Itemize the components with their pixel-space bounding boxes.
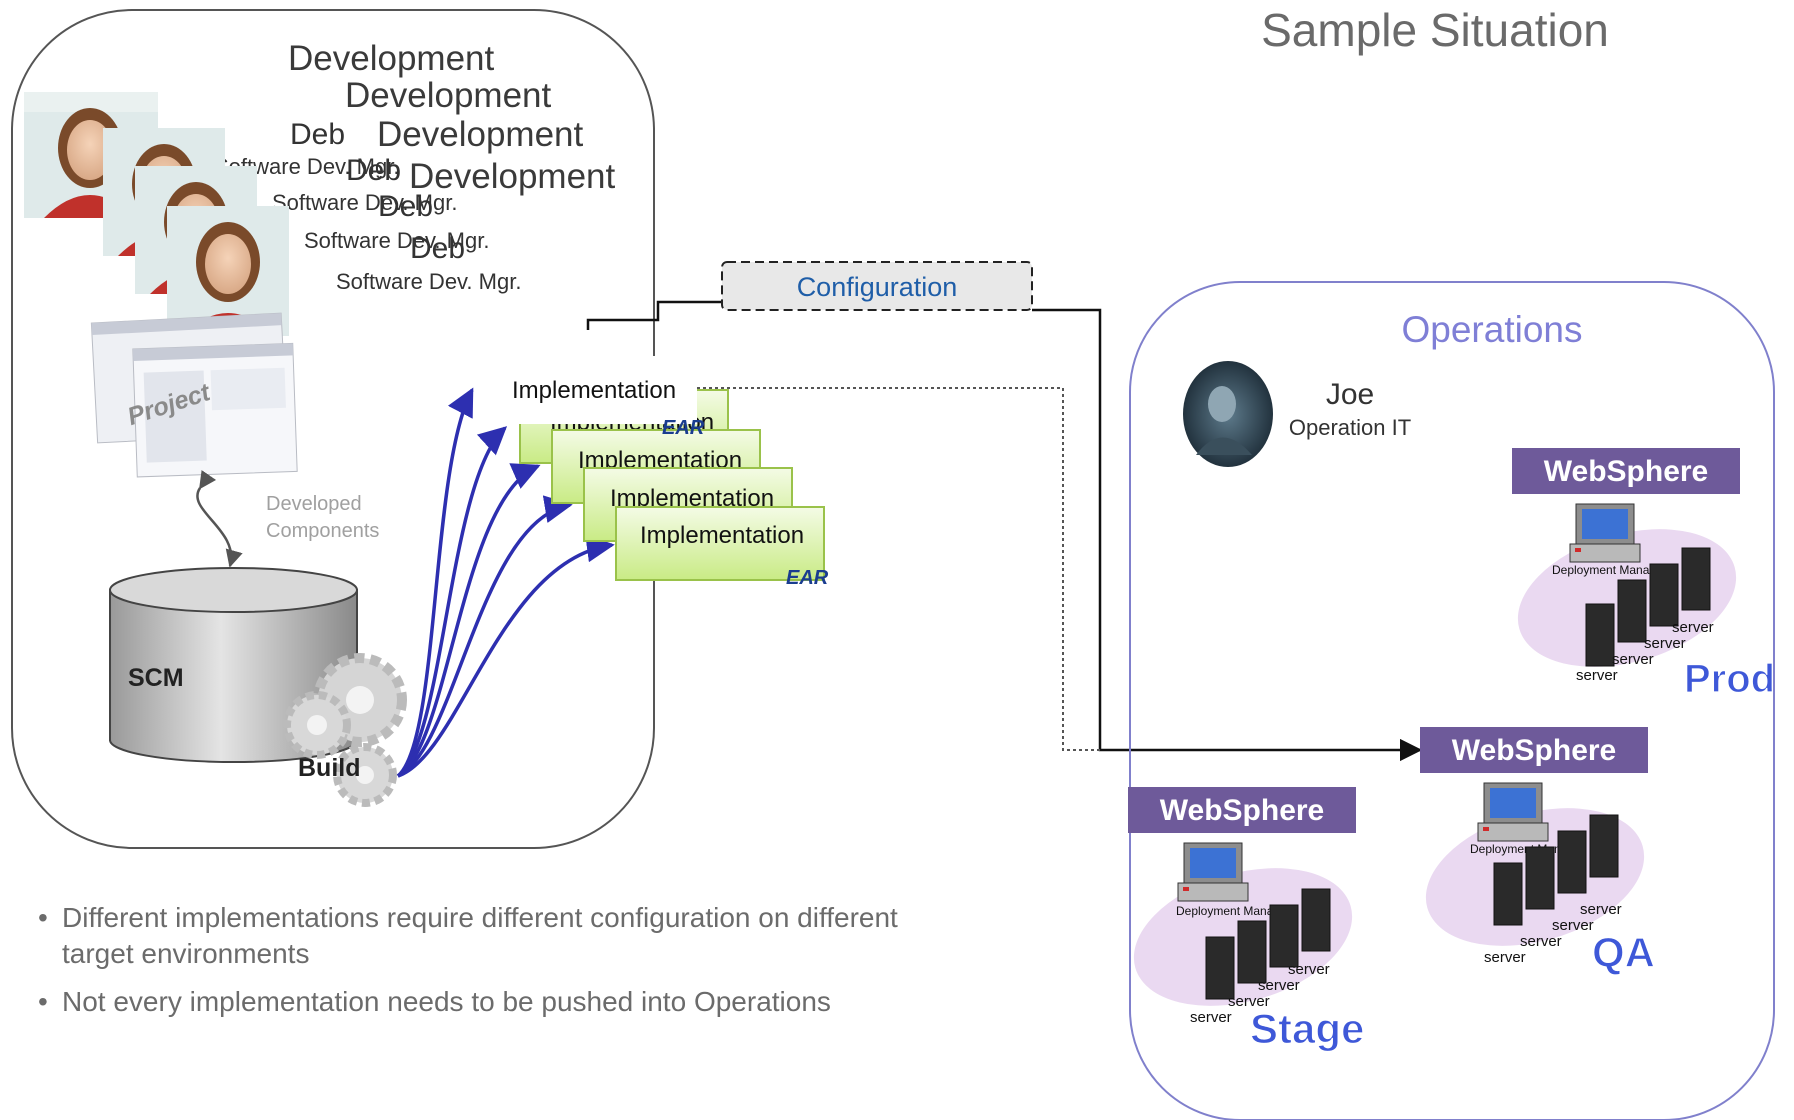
deployment-manager-icon <box>1477 782 1549 842</box>
server-rack-icons <box>1493 814 1619 926</box>
development-heading: Development <box>288 39 494 78</box>
server-rack-icons <box>1585 547 1711 667</box>
deb-name: Deb <box>346 154 401 187</box>
svg-text:WebSphere: WebSphere <box>1544 455 1709 488</box>
environment-name: QA <box>1592 929 1655 976</box>
deb-role: Software Dev. Mgr. <box>304 228 489 253</box>
server-label: server <box>1644 635 1686 652</box>
configuration-label: Configuration <box>797 272 958 302</box>
server-label: server <box>1288 961 1330 978</box>
server-label: server <box>1672 619 1714 636</box>
environment-name: Stage <box>1250 1005 1364 1052</box>
development-heading: Development <box>409 157 615 196</box>
server-label: server <box>1258 977 1300 994</box>
server-label: server <box>1580 901 1622 918</box>
ear-badge: EAR <box>786 567 829 589</box>
scm-label: SCM <box>128 664 184 692</box>
server-label: server <box>1228 993 1270 1010</box>
build-arrow <box>396 387 474 778</box>
websphere-banner <box>1512 448 1740 494</box>
developed-components-label: Developed Components <box>266 493 379 542</box>
implementation-stack: Implementation Implementation Implementa… <box>487 356 829 589</box>
build-gears-icon <box>283 653 407 807</box>
svg-text:Developed: Developed <box>266 493 362 515</box>
server-label: server <box>1484 949 1526 966</box>
development-heading: Development <box>377 115 583 154</box>
joe-avatar <box>1183 361 1273 467</box>
joe-name: Joe <box>1326 378 1374 411</box>
build-arrows <box>396 387 615 778</box>
deb-role: Software Dev. Mgr. <box>272 190 457 215</box>
server-label: server <box>1190 1009 1232 1026</box>
bullet-item: Different implementations require differ… <box>38 900 958 972</box>
manager-label: Deployment Manager <box>1552 563 1667 577</box>
build-label: Build <box>298 754 361 782</box>
deb-name: Deb <box>290 118 345 151</box>
deb-role: Software Dev. Mgr. <box>336 269 521 294</box>
svg-text:WebSphere: WebSphere <box>1452 734 1617 767</box>
operations-container <box>1129 281 1775 1120</box>
manager-label: Deployment Manager <box>1176 904 1291 918</box>
environment-prod: WebSphere Deployment Manager server serv… <box>1512 448 1776 702</box>
configuration-connector <box>586 300 724 330</box>
developed-components-arrow <box>196 470 243 568</box>
deb-card-4: Deb Software Dev. Mgr. <box>167 206 521 336</box>
svg-text:Implementation: Implementation <box>512 377 676 404</box>
server-rack-icons <box>1205 888 1331 1000</box>
server-label: server <box>1612 651 1654 668</box>
development-heading: Development <box>345 76 551 115</box>
build-arrow <box>397 534 615 778</box>
svg-text:WebSphere: WebSphere <box>1160 794 1325 827</box>
project-screens: Project <box>90 312 298 478</box>
server-label: server <box>1576 667 1618 684</box>
websphere-banner <box>1420 727 1648 773</box>
deployment-manager-icon <box>1569 503 1641 563</box>
websphere-banner <box>1128 787 1356 833</box>
bullet-list: Different implementations require differ… <box>38 900 958 1032</box>
configuration-box <box>721 261 1033 311</box>
build-arrow <box>397 463 541 778</box>
joe-role: Operation IT <box>1289 415 1411 440</box>
deb-name: Deb <box>410 232 465 265</box>
configuration-to-qa-line <box>1032 308 1423 762</box>
operations-heading: Operations <box>1402 309 1583 350</box>
build-arrow <box>397 495 573 778</box>
environment-qa: WebSphere Deployment Manager server serv… <box>1420 727 1656 977</box>
page-title: Sample Situation <box>1261 4 1609 56</box>
server-label: server <box>1520 933 1562 950</box>
server-label: server <box>1552 917 1594 934</box>
svg-text:Components: Components <box>266 520 379 542</box>
implementation-card: Implementation EAR <box>615 506 829 589</box>
implementation-card-top: Implementation EAR <box>487 356 705 439</box>
environment-name: Prod <box>1684 657 1775 701</box>
environment-stage: WebSphere Deployment Manager server serv… <box>1128 787 1365 1053</box>
development-headings: Development Development Development Deve… <box>288 39 615 196</box>
implementation-dotted-line <box>697 387 1100 751</box>
ear-badge: EAR <box>662 417 705 439</box>
build-arrow <box>396 426 508 778</box>
deb-name: Deb <box>378 190 433 223</box>
svg-text:Implementation: Implementation <box>640 522 804 549</box>
deployment-manager-icon <box>1177 842 1249 902</box>
bullet-item: Not every implementation needs to be pus… <box>38 984 958 1020</box>
